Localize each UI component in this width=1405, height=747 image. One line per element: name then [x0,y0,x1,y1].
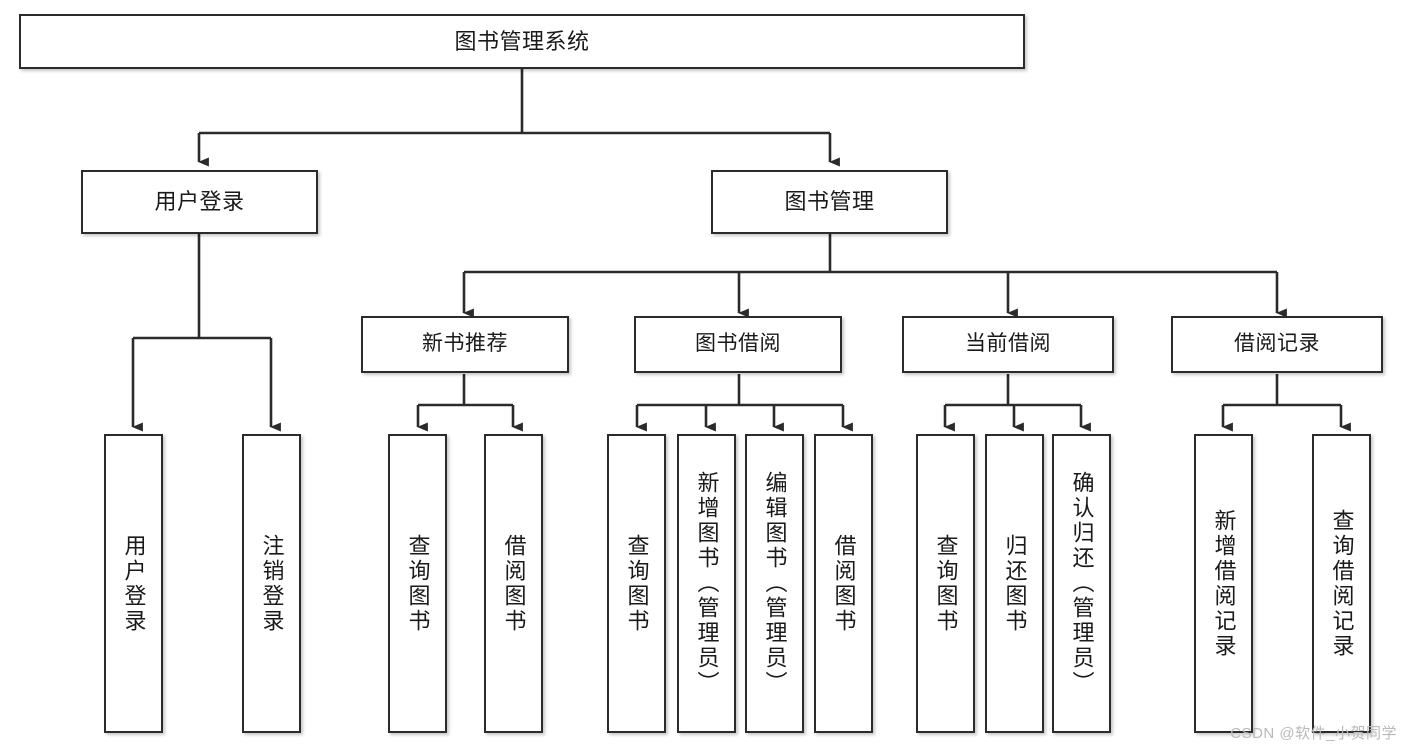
node-borrow-record-label: 借阅记录 [1234,332,1320,356]
node-leaf-return-book[interactable]: 归还图书 [985,434,1044,733]
node-leaf-current-query-book[interactable]: 查询图书 [916,434,975,733]
node-leaf-edit-book-admin[interactable]: 编辑图书（管理员） [745,434,804,733]
node-root-label: 图书管理系统 [454,28,590,54]
node-leaf-borrow-book[interactable]: 借阅图书 [814,434,873,733]
node-current-borrow-label: 当前借阅 [965,332,1051,356]
node-user-login-label: 用户登录 [154,189,245,215]
node-leaf-current-query-book-label: 查询图书 [933,533,959,634]
node-leaf-add-book-admin[interactable]: 新增图书（管理员） [677,434,736,733]
node-book-management[interactable]: 图书管理 [711,170,948,234]
node-leaf-query-borrow-record[interactable]: 查询借阅记录 [1312,434,1371,733]
node-new-book-recommend-label: 新书推荐 [422,332,508,356]
node-leaf-borrow-query-book[interactable]: 查询图书 [607,434,666,733]
node-user-login[interactable]: 用户登录 [81,170,318,234]
node-leaf-add-borrow-record[interactable]: 新增借阅记录 [1194,434,1253,733]
node-leaf-query-borrow-record-label: 查询借阅记录 [1329,508,1355,659]
node-leaf-user-login-label: 用户登录 [121,533,147,634]
node-book-borrow[interactable]: 图书借阅 [634,316,842,373]
node-leaf-borrow-book-label: 借阅图书 [831,533,857,634]
node-current-borrow[interactable]: 当前借阅 [902,316,1114,373]
node-leaf-user-login[interactable]: 用户登录 [104,434,163,733]
node-new-book-recommend[interactable]: 新书推荐 [361,316,569,373]
node-book-borrow-label: 图书借阅 [695,332,781,356]
node-leaf-new-book-query-label: 查询图书 [405,533,431,634]
node-leaf-confirm-return-admin-label: 确认归还（管理员） [1069,471,1095,696]
node-leaf-return-book-label: 归还图书 [1002,533,1028,634]
node-leaf-add-borrow-record-label: 新增借阅记录 [1211,508,1237,659]
node-leaf-confirm-return-admin[interactable]: 确认归还（管理员） [1052,434,1111,733]
node-leaf-borrow-query-book-label: 查询图书 [624,533,650,634]
node-leaf-new-book-borrow[interactable]: 借阅图书 [484,434,543,733]
watermark-text: CSDN @软件_小贺同学 [1230,725,1397,742]
node-borrow-record[interactable]: 借阅记录 [1171,316,1383,373]
node-root-book-management-system[interactable]: 图书管理系统 [19,14,1025,69]
node-leaf-logout[interactable]: 注销登录 [242,434,301,733]
node-leaf-edit-book-admin-label: 编辑图书（管理员） [762,471,788,696]
node-leaf-add-book-admin-label: 新增图书（管理员） [694,471,720,696]
node-leaf-logout-label: 注销登录 [259,533,285,634]
node-leaf-new-book-query[interactable]: 查询图书 [388,434,447,733]
node-leaf-new-book-borrow-label: 借阅图书 [501,533,527,634]
node-book-management-label: 图书管理 [784,189,875,215]
